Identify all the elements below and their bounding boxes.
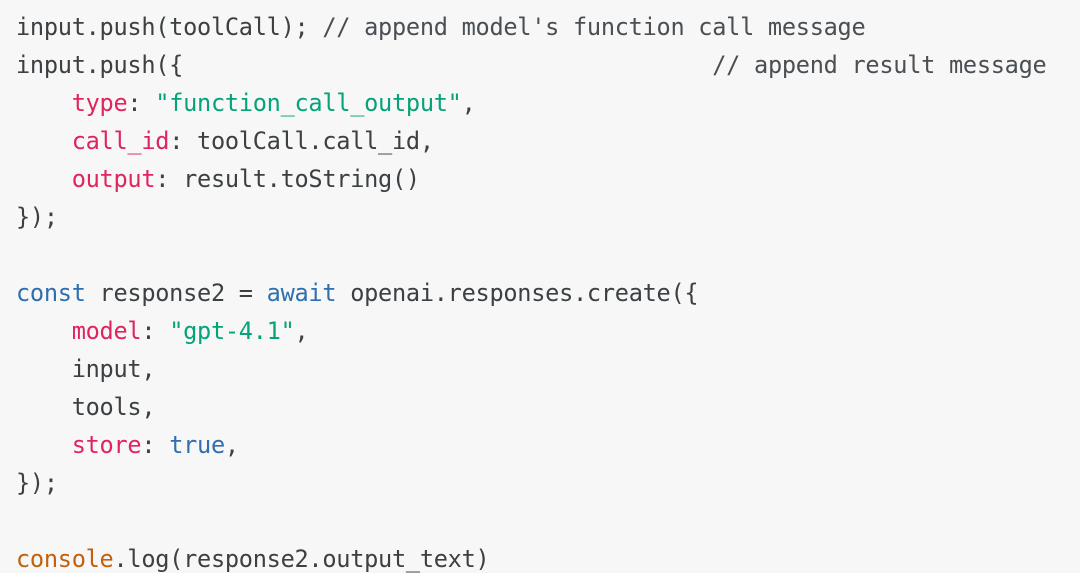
code-token-plain: }); <box>16 203 58 231</box>
code-token-plain: input.push(toolCall); <box>16 13 323 41</box>
code-token-plain: : <box>141 431 170 459</box>
code-line: call_id: toolCall.call_id, <box>16 122 1080 160</box>
code-token-plain: : <box>141 317 170 345</box>
code-token-key: type <box>71 89 128 117</box>
code-token-string: "function_call_output" <box>155 89 462 117</box>
code-token-plain <box>16 89 72 117</box>
code-token-plain <box>16 317 72 345</box>
code-token-plain: }); <box>16 469 58 497</box>
code-line: output: result.toString() <box>16 160 1080 198</box>
code-line: input.push({ // append result message <box>16 46 1080 84</box>
code-token-plain: : <box>127 89 156 117</box>
code-token-builtin: console <box>16 545 114 573</box>
code-line: ​ <box>16 236 1080 274</box>
code-token-plain: , <box>461 89 476 117</box>
code-line: }); <box>16 464 1080 502</box>
code-token-plain: , <box>294 317 309 345</box>
code-token-comment: // append model's function call message <box>322 13 866 41</box>
code-token-plain: input, <box>16 355 156 383</box>
code-token-key: call_id <box>71 127 170 155</box>
code-token-key: store <box>71 431 142 459</box>
code-token-plain: : result.toString() <box>155 165 420 193</box>
code-lines-container: input.push(toolCall); // append model's … <box>16 8 1080 573</box>
code-token-plain <box>16 165 72 193</box>
code-token-key: model <box>71 317 142 345</box>
code-token-plain <box>16 431 72 459</box>
code-line: console.log(response2.output_text) <box>16 540 1080 573</box>
code-token-plain: input.push({ <box>16 51 184 79</box>
code-line: ​ <box>16 502 1080 540</box>
code-token-plain: tools, <box>16 393 156 421</box>
code-line: tools, <box>16 388 1080 426</box>
code-line: input, <box>16 350 1080 388</box>
code-line: }); <box>16 198 1080 236</box>
code-token-plain: response2 = <box>85 279 267 307</box>
code-token-plain: .log(response2.output_text) <box>113 545 490 573</box>
code-token-plain: openai.responses.create({ <box>336 279 699 307</box>
code-token-plain: : toolCall.call_id, <box>169 127 434 155</box>
code-token-boolean: true <box>169 431 225 459</box>
code-line: const response2 = await openai.responses… <box>16 274 1080 312</box>
code-token-plain <box>183 51 712 79</box>
code-line: type: "function_call_output", <box>16 84 1080 122</box>
code-line: model: "gpt-4.1", <box>16 312 1080 350</box>
code-token-key: output <box>71 165 156 193</box>
code-line: store: true, <box>16 426 1080 464</box>
code-token-comment: // append result message <box>712 51 1047 79</box>
code-token-plain <box>16 127 72 155</box>
code-token-plain: , <box>224 431 239 459</box>
code-token-keyword: const <box>16 279 86 307</box>
code-line: input.push(toolCall); // append model's … <box>16 8 1080 46</box>
code-token-string: "gpt-4.1" <box>169 317 295 345</box>
code-token-keyword: await <box>266 279 337 307</box>
